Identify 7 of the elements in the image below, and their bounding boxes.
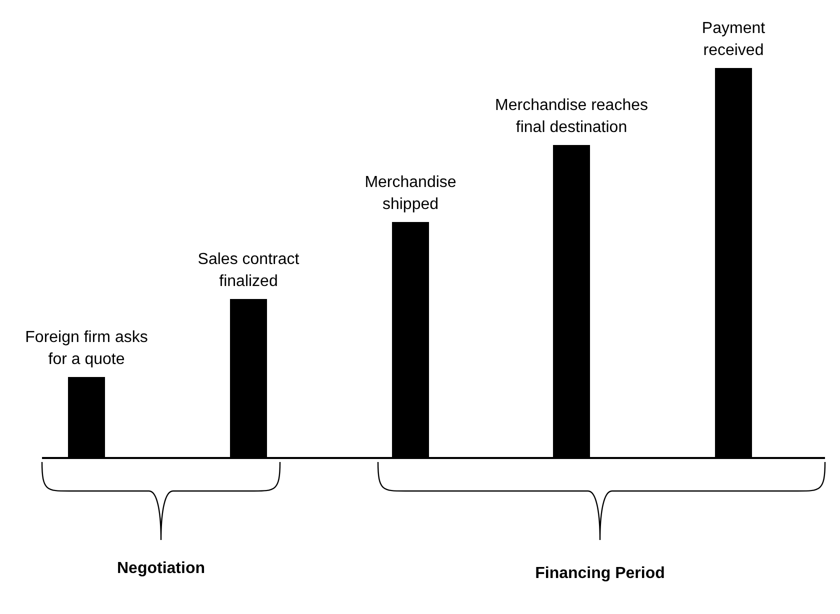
bar-label: Merchandise reaches final destination xyxy=(494,96,649,138)
bracket-label: Negotiation xyxy=(116,560,206,578)
bracket-label: Financing Period xyxy=(534,565,666,583)
bar-label: Sales contract finalized xyxy=(196,250,300,292)
bar-label: Merchandise shipped xyxy=(364,173,458,215)
bar-label: Foreign firm asks for a quote xyxy=(24,328,149,370)
bar-label: Payment received xyxy=(700,19,766,61)
